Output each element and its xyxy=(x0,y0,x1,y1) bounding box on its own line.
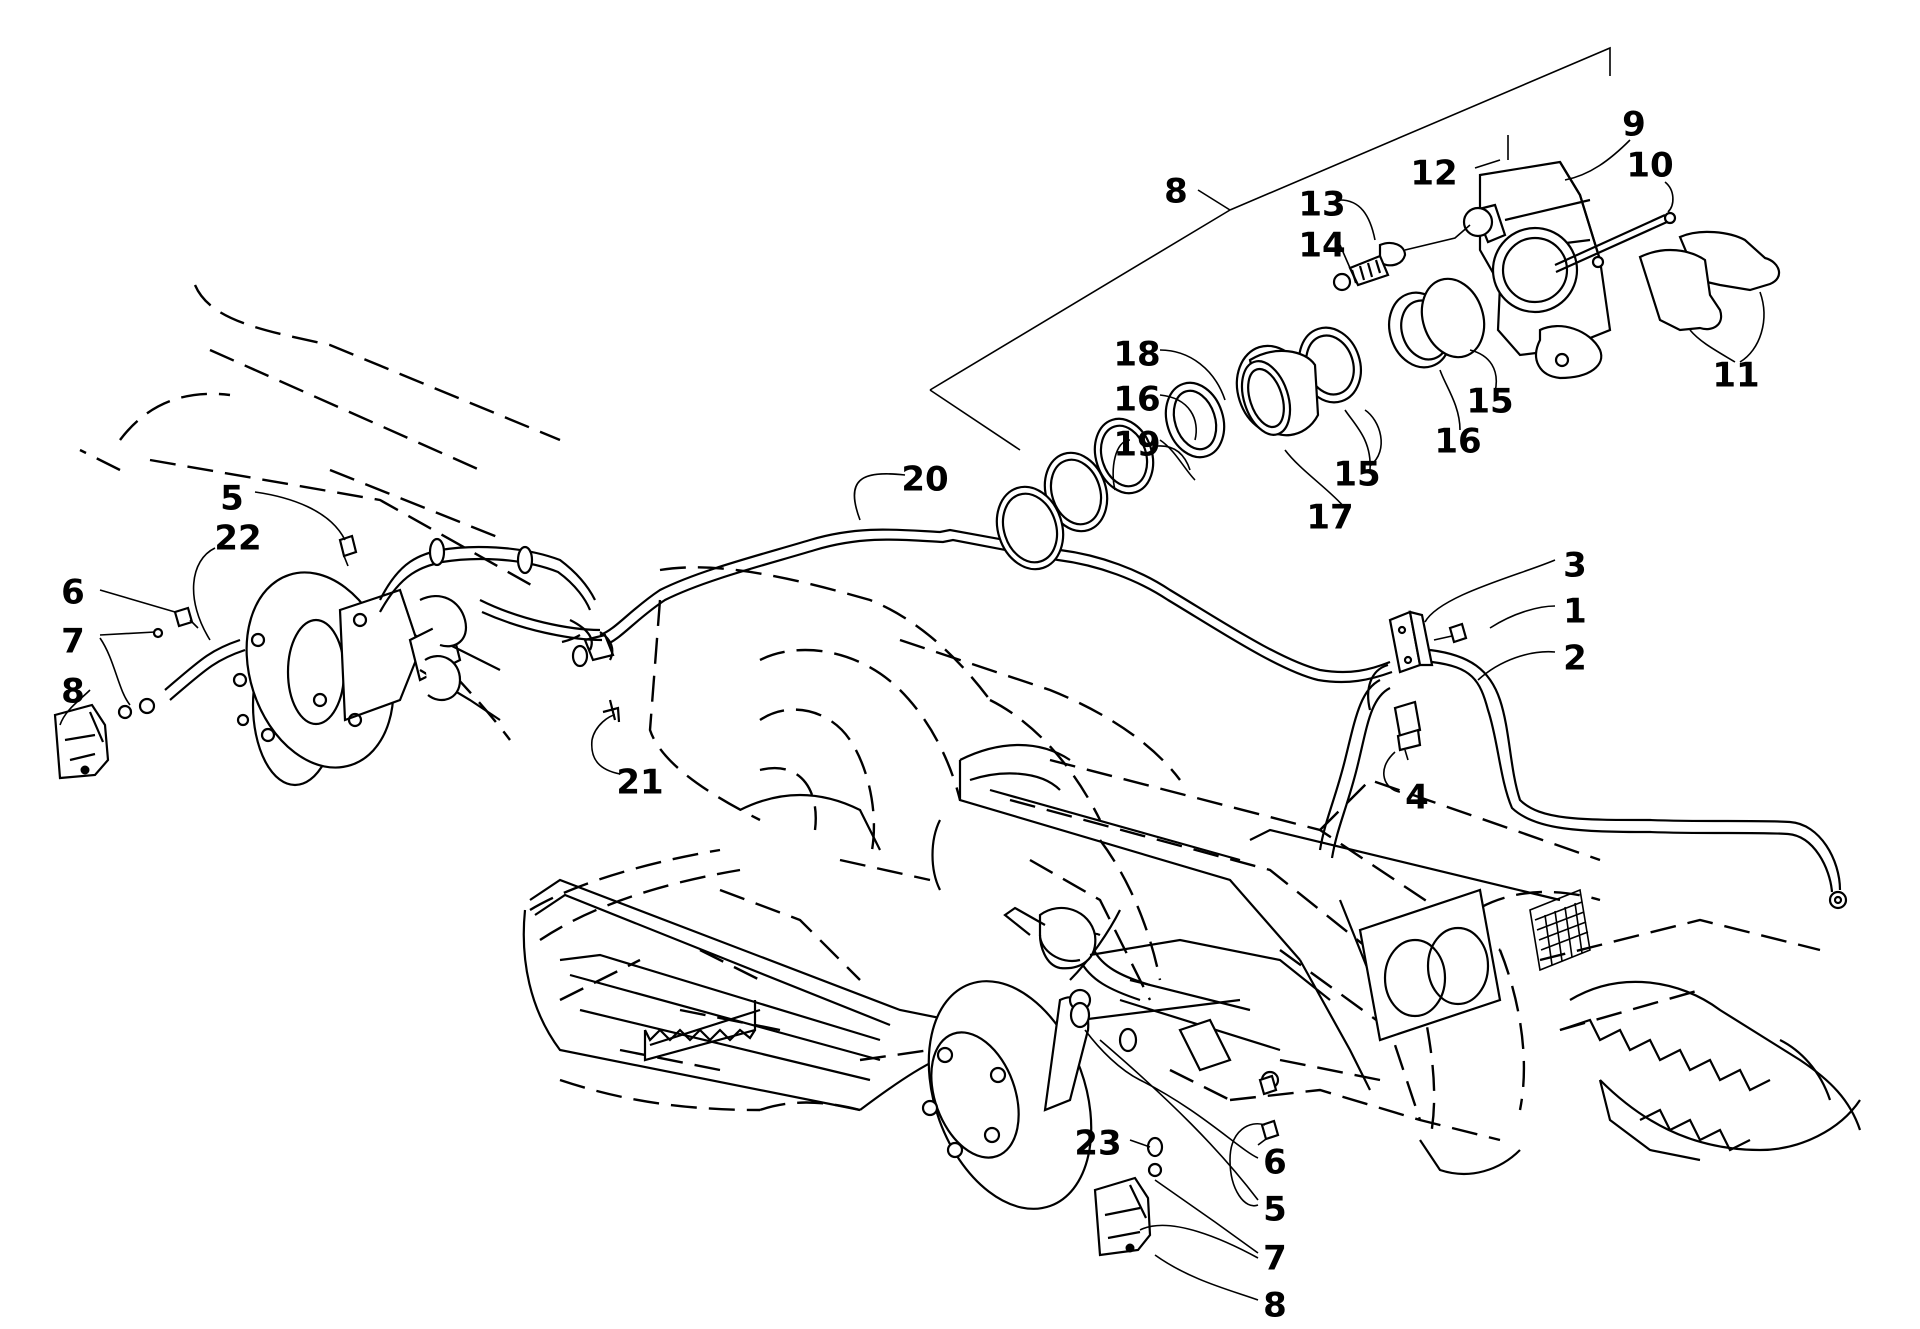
leader-lines xyxy=(59,139,1765,1301)
callout-c4: 4 xyxy=(1405,778,1429,818)
callout-c6b: 6 xyxy=(1263,1143,1287,1183)
front-brake-assembly xyxy=(921,906,1331,1257)
front-grille xyxy=(1529,888,1591,972)
callout-c8a: 8 xyxy=(61,672,85,712)
callout-c7b: 7 xyxy=(1263,1239,1287,1279)
callout-c3: 3 xyxy=(1563,546,1587,586)
callout-c20: 20 xyxy=(901,460,948,500)
caliper-exploded-parts xyxy=(929,46,1781,571)
callout-c13: 13 xyxy=(1298,185,1345,225)
callout-c2: 2 xyxy=(1563,639,1587,679)
callout-c16a: 16 xyxy=(1113,380,1160,420)
callout-c19: 19 xyxy=(1113,425,1160,465)
callout-c1: 1 xyxy=(1563,592,1587,632)
callout-c10: 10 xyxy=(1626,146,1673,186)
callout-c21: 21 xyxy=(616,763,663,803)
callout-c23: 23 xyxy=(1074,1124,1121,1164)
callout-c18: 18 xyxy=(1113,335,1160,375)
callout-c14: 14 xyxy=(1298,226,1345,266)
brake-lines xyxy=(479,528,1848,1002)
callout-c5b: 5 xyxy=(1263,1190,1287,1230)
callout-c8c: 8 xyxy=(1164,172,1188,212)
callout-c17: 17 xyxy=(1306,498,1353,538)
callout-c15a: 15 xyxy=(1466,382,1513,422)
callout-labels: 1234556677888910111213141515161617181920… xyxy=(61,105,1760,1326)
callout-c8b: 8 xyxy=(1263,1286,1287,1326)
rear-brake-assembly xyxy=(53,534,596,787)
callout-c15b: 15 xyxy=(1333,455,1380,495)
callout-c7a: 7 xyxy=(61,622,85,662)
callout-c9: 9 xyxy=(1622,105,1646,145)
frame-tubes xyxy=(522,744,1862,1175)
callout-c11: 11 xyxy=(1712,356,1759,396)
callout-c6a: 6 xyxy=(61,573,85,613)
callout-c12: 12 xyxy=(1410,154,1457,194)
callout-c22: 22 xyxy=(214,519,261,559)
callout-c16b: 16 xyxy=(1434,422,1481,462)
vehicle-frame-outline xyxy=(79,284,1821,1142)
callout-c5a: 5 xyxy=(220,479,244,519)
